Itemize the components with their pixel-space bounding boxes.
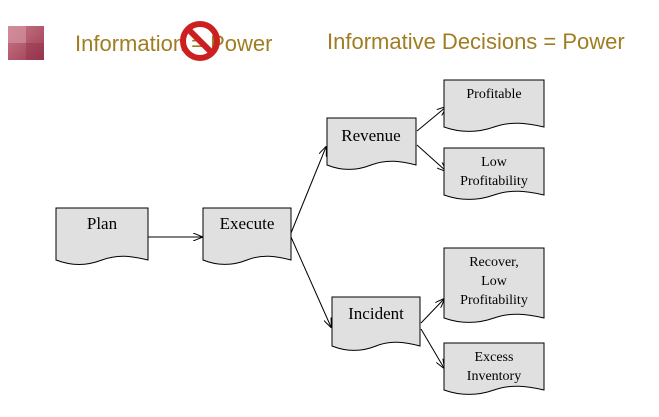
- heading-informative-decisions-power: Informative Decisions = Power: [327, 29, 625, 54]
- node-execute: Execute: [202, 207, 292, 265]
- arrow-execute-revenue: [290, 147, 326, 234]
- node-low-profitability-label-line-2: Profitability: [460, 174, 528, 189]
- node-incident-label-line-1: Incident: [348, 304, 404, 323]
- node-execute-label-line-1: Execute: [220, 214, 275, 233]
- node-profitable-label-line-1: Profitable: [466, 87, 521, 102]
- node-revenue: Revenue: [326, 117, 417, 170]
- node-incident: Incident: [331, 296, 421, 351]
- node-profitable: Profitable: [443, 79, 545, 132]
- node-low-profitability-label-line-1: Low: [481, 155, 508, 170]
- node-revenue-label: Revenue: [341, 126, 400, 145]
- node-recover-label-line-3: Profitability: [460, 293, 528, 308]
- node-excess-inventory-label-line-2: Inventory: [467, 369, 521, 384]
- node-excess-inventory-label-line-1: Excess: [475, 350, 514, 365]
- square-bullet-icon: [8, 26, 44, 60]
- arrow-revenue-profitable: [416, 107, 446, 132]
- arrow-incident-excess-inventory: [420, 328, 444, 368]
- connectors: [148, 107, 446, 368]
- node-plan-label-line-1: Plan: [87, 214, 118, 233]
- node-execute-label: Execute: [220, 214, 275, 233]
- heading-information-power: Information = Power: [75, 31, 272, 56]
- node-plan-label: Plan: [87, 214, 118, 233]
- arrow-revenue-low-profitability: [416, 144, 446, 171]
- node-recover-label-line-1: Recover,: [469, 255, 519, 270]
- arrow-incident-recover: [420, 299, 444, 324]
- prohibited-icon: [180, 21, 220, 61]
- node-profitable-label: Profitable: [466, 87, 521, 102]
- node-recover-label-line-2: Low: [481, 274, 508, 289]
- node-incident-label: Incident: [348, 304, 404, 323]
- node-revenue-label-line-1: Revenue: [341, 126, 400, 145]
- node-plan: Plan: [55, 207, 149, 265]
- arrow-execute-incident: [290, 236, 331, 327]
